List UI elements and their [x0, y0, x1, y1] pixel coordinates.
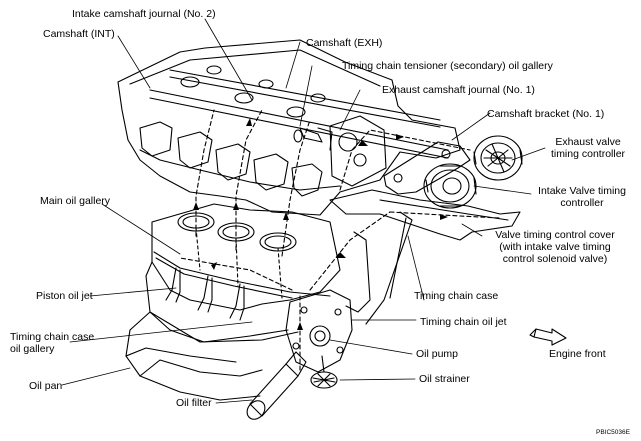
label-camshaft-exh: Camshaft (EXH)	[306, 37, 383, 49]
figure-code: PBIC5036E	[596, 429, 630, 436]
label-camshaft-bracket: Camshaft bracket (No. 1)	[487, 108, 605, 120]
oil-flow-arrows	[193, 118, 448, 330]
label-oil-filter: Oil filter	[176, 397, 212, 409]
cylinder-head	[117, 39, 461, 216]
engine-front-arrow-icon	[529, 328, 567, 346]
label-tcc-gallery-line2: oil gallery	[10, 343, 55, 355]
label-timing-chain-case: Timing chain case	[414, 290, 499, 302]
label-exhaust-vtc: Exhaust valve timing controller	[550, 136, 626, 160]
label-intake-vtc: Intake Valve timing controller	[538, 185, 626, 209]
camshaft-bracket	[383, 141, 471, 195]
label-oil-pump: Oil pump	[416, 348, 459, 360]
label-main-oil-gallery: Main oil gallery	[40, 195, 111, 207]
label-camshaft-int: Camshaft (INT)	[43, 28, 115, 40]
label-engine-front: Engine front	[549, 348, 606, 360]
label-oil-strainer: Oil strainer	[419, 373, 470, 385]
exhaust-vtc-sprocket	[473, 135, 523, 181]
timing-chain-case	[285, 211, 413, 373]
label-exhaust-camshaft-journal: Exhaust camshaft journal (No. 1)	[382, 84, 535, 96]
label-vtc-cover-line3: control solenoid valve)	[502, 253, 608, 265]
label-tensioner-oil-gallery: Timing chain tensioner (secondary) oil g…	[342, 60, 553, 72]
oil-pan	[125, 311, 299, 401]
label-intake-camshaft-journal: Intake camshaft journal (No. 2)	[72, 8, 216, 20]
label-tcc-gallery-line1: Timing chain case	[10, 331, 95, 343]
label-vtc-cover: Valve timing control cover (with intake …	[474, 229, 636, 265]
label-piston-oil-jet: Piston oil jet	[36, 290, 93, 302]
oil-strainer	[310, 355, 338, 389]
leader-lines	[61, 18, 546, 404]
intake-vtc-sprocket	[423, 163, 477, 209]
label-timing-chain-case-oil-gallery: Timing chain case oil gallery	[10, 331, 94, 355]
cylinder-block	[145, 203, 341, 343]
label-oil-pan: Oil pan	[29, 380, 63, 392]
oil-filter	[246, 351, 307, 420]
label-timing-chain-oil-jet: Timing chain oil jet	[420, 316, 507, 328]
label-vtc-cover-line1: Valve timing control cover	[495, 229, 615, 241]
label-vtc-cover-line2: (with intake valve timing	[499, 241, 611, 253]
oil-flow-paths	[179, 109, 501, 371]
